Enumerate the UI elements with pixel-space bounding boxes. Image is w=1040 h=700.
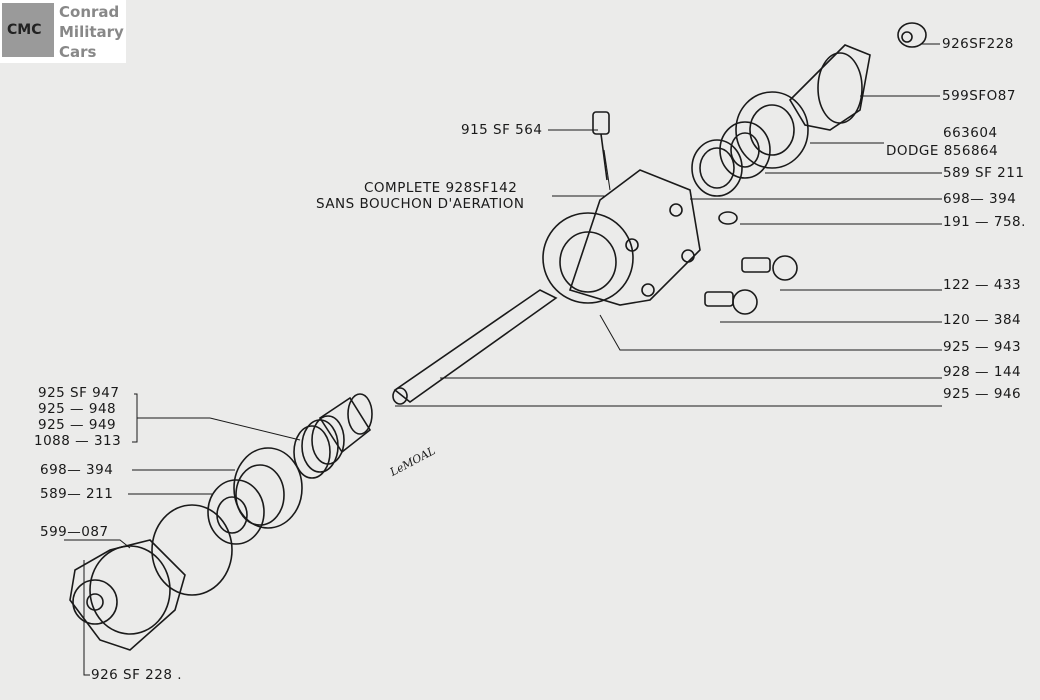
label-bolt-1: 122 — 433 [943,277,1022,293]
logo: CMC Conrad Military Cars [0,0,126,63]
label-cup-top: 698— 394 [943,191,1017,207]
bearing-top-part [719,121,771,179]
bolt-1-part [741,255,798,281]
seal-top-part [735,91,809,169]
label-flange-top: 599SFO87 [942,88,1016,104]
spacer-part [318,393,373,454]
label-bolt-2: 120 — 384 [943,312,1022,328]
star-emblem-icon: CMC [2,3,54,57]
label-flange-bottom: 599—087 [40,524,109,540]
label-shaft: 928 — 144 [943,364,1022,380]
logo-line-3: Cars [59,43,97,61]
label-shims-2: 925 — 948 [38,401,117,417]
label-shims-4: 1088 — 313 [34,433,122,449]
castle-nut-top-part [897,22,927,48]
label-nut-top: 926SF228 [942,36,1014,52]
fitting-part [718,211,738,225]
cup-top-part [691,139,743,197]
cup-bottom-part [233,447,303,529]
label-cup-bottom: 698— 394 [40,462,114,478]
leader-lines [64,43,942,676]
label-fitting: 191 — 758. [943,214,1026,230]
label-breather: 915 SF 564 [461,122,543,138]
shaft-part [392,289,558,405]
label-shims-1: 925 SF 947 [38,385,120,401]
label-seal-top-1: 663604 [943,125,998,141]
label-seal-top-2: DODGE 856864 [886,143,999,159]
label-bearing-top: 589 SF 211 [943,165,1025,181]
label-housing-2: SANS BOUCHON D'AERATION [316,196,525,212]
label-shaft-spacer: 925 — 946 [943,386,1022,402]
flange-bottom-part [69,504,233,651]
bolt-2-part [704,289,758,315]
logo-line-2: Military [59,23,124,41]
label-nut-bottom: 926 SF 228 . [91,667,183,683]
label-housing-gasket: 925 — 943 [943,339,1022,355]
label-shims-3: 925 — 949 [38,417,117,433]
breather-part [592,111,610,181]
housing-part [542,169,701,306]
logo-text: Conrad Military Cars [59,2,124,62]
shims-part [293,415,345,479]
logo-line-1: Conrad [59,3,120,21]
logo-mark-text: CMC [7,22,42,38]
flange-top-part [788,44,871,131]
castle-nut-bottom-part [72,579,118,625]
label-bearing-bottom: 589— 211 [40,486,114,502]
label-housing-1: COMPLETE 928SF142 [364,180,518,196]
